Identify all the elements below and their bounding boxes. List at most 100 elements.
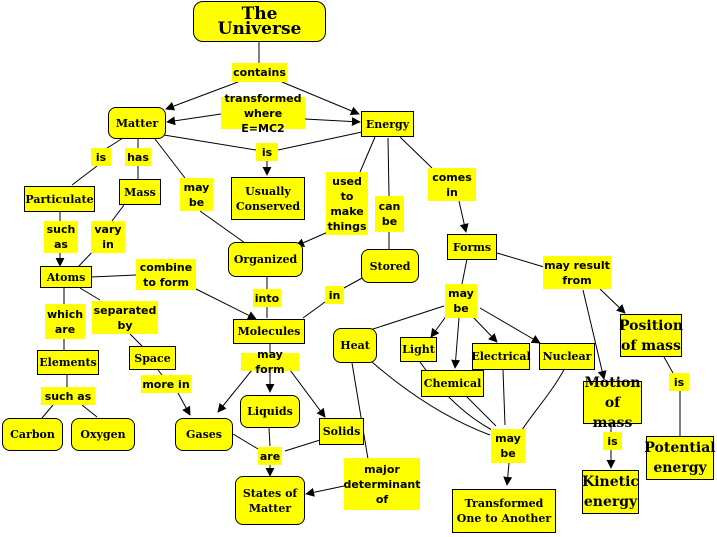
node-particulate[interactable]: Particulate <box>24 186 95 212</box>
edge-contains-energy <box>281 81 360 116</box>
edge-contains-matter <box>165 81 239 111</box>
edge-stored-in <box>343 276 365 289</box>
link-is-kinetic: is <box>603 432 622 450</box>
node-electrical[interactable]: Electrical <box>471 343 531 370</box>
link-contains: contains <box>232 63 287 82</box>
node-usually-conserved[interactable]: Usually Conserved <box>231 177 305 220</box>
link-separated-by: separated by <box>92 301 158 334</box>
edge-maybe-electrical <box>471 315 498 343</box>
edge-chemical-maybe <box>465 395 497 427</box>
edge-in-molecules <box>302 301 326 319</box>
edge-electrical-maybe <box>502 369 506 426</box>
edge-solids-are <box>284 439 321 452</box>
edge-forms-mayresult <box>496 252 545 268</box>
edge-space-morein <box>157 369 163 376</box>
edge-suchas-carbon <box>41 404 54 419</box>
edge-matter-maybe <box>154 138 186 179</box>
edge-heat-major <box>351 362 369 460</box>
node-carbon[interactable]: Carbon <box>2 418 63 451</box>
link-such-as-elements: such as <box>41 387 95 405</box>
link-such-as-atoms: such as <box>44 221 78 253</box>
edge-suchas-oxygen <box>81 404 98 418</box>
edge-energy-canbe <box>387 137 390 197</box>
node-mass[interactable]: Mass <box>119 179 161 205</box>
node-light[interactable]: Light <box>400 337 437 362</box>
edge-is-particulate <box>71 165 98 186</box>
edge-matter-is <box>163 134 257 151</box>
edge-separated-space <box>129 333 143 347</box>
link-more-in: more in <box>141 375 191 393</box>
edge-atoms-separated <box>79 287 101 301</box>
edge-mayform-solids <box>289 369 326 418</box>
node-solids[interactable]: Solids <box>319 418 364 445</box>
edge-maybe-organized <box>199 210 246 244</box>
edge-comesin-forms <box>458 200 469 233</box>
link-has: has <box>125 148 151 166</box>
link-into: into <box>253 289 281 307</box>
link-comes-in: comes in <box>428 168 476 201</box>
edge-maybe-light <box>430 314 448 338</box>
link-may-result-from: may result from <box>543 256 611 289</box>
node-motion-of-mass[interactable]: Motion of mass <box>583 374 642 431</box>
edge-maybe-transformed <box>503 462 513 486</box>
link-is-particulate: is <box>91 148 111 166</box>
edge-mayform-gases <box>217 369 253 413</box>
edge-transformed-matter <box>166 113 222 126</box>
title-node[interactable]: The Universe <box>193 1 326 42</box>
edge-major-states <box>305 485 345 497</box>
edge-maybe-chemical <box>451 317 461 369</box>
node-chemical[interactable]: Chemical <box>421 370 484 397</box>
node-gases[interactable]: Gases <box>175 418 233 451</box>
node-space[interactable]: Space <box>129 346 176 370</box>
link-used-to-make-things: used to make things <box>326 172 368 235</box>
edge-atoms-combine <box>90 274 137 278</box>
node-heat[interactable]: Heat <box>333 328 377 363</box>
edge-forms-maybe <box>461 258 468 285</box>
link-is-conserved: is <box>256 143 278 161</box>
link-may-be-transformed: may be <box>491 429 525 463</box>
node-molecules[interactable]: Molecules <box>233 319 305 344</box>
node-transformed-one-to-another[interactable]: Transformed One to Another <box>452 489 556 533</box>
node-elements[interactable]: Elements <box>37 350 99 375</box>
edge-mass-varyin <box>111 204 125 222</box>
node-nuclear[interactable]: Nuclear <box>539 343 595 370</box>
link-in: in <box>325 286 344 304</box>
edge-mayresult-position <box>599 288 626 314</box>
node-position-of-mass[interactable]: Position of mass <box>619 314 683 357</box>
edge-morein-gases <box>177 392 191 416</box>
edge-combine-molecules <box>195 288 257 320</box>
link-is-potential: is <box>669 373 689 391</box>
link-which-are: which are <box>45 304 85 339</box>
node-oxygen[interactable]: Oxygen <box>71 418 135 451</box>
link-can-be: can be <box>375 196 404 232</box>
node-energy[interactable]: Energy <box>361 111 414 137</box>
node-matter[interactable]: Matter <box>108 107 166 139</box>
node-liquids[interactable]: Liquids <box>240 395 300 428</box>
node-atoms[interactable]: Atoms <box>40 266 92 288</box>
edge-mayresult-motion <box>582 289 607 380</box>
edge-maybe-heat <box>366 305 445 332</box>
node-stored[interactable]: Stored <box>361 249 419 283</box>
link-transformed-where: transformed where E=MC2 <box>221 92 305 135</box>
node-forms[interactable]: Forms <box>447 234 497 260</box>
edge-nuclear-maybe <box>521 367 566 431</box>
edge-used-organized <box>295 231 329 247</box>
node-kinetic-energy[interactable]: Kinetic energy <box>582 470 639 514</box>
link-may-form: may form <box>241 348 299 376</box>
node-states-of-matter[interactable]: States of Matter <box>235 476 305 525</box>
link-vary-in: vary in <box>91 221 125 253</box>
link-combine-to-form: combine to form <box>136 259 196 290</box>
edge-energy-used <box>359 136 376 173</box>
edge-position-is <box>663 356 674 374</box>
edge-gases-are <box>232 433 259 450</box>
node-potential-energy[interactable]: Potential energy <box>644 436 716 480</box>
link-may-be: may be <box>180 178 213 211</box>
edge-liquids-are <box>268 427 271 447</box>
edge-heat-maybe <box>371 361 491 436</box>
edge-energy-is <box>277 131 363 151</box>
node-organized[interactable]: Organized <box>228 242 303 277</box>
edge-maybe-nuclear <box>479 307 541 344</box>
edge-transformed-energy <box>304 117 361 127</box>
